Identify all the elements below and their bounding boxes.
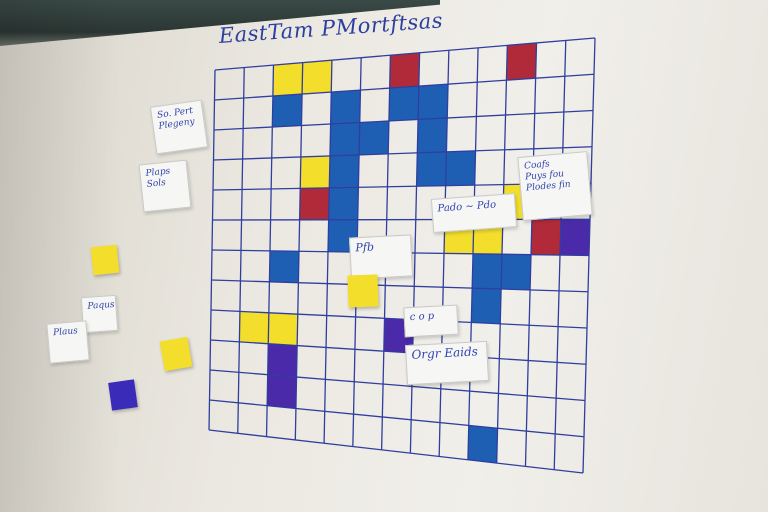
- grid-cell-red: [389, 52, 420, 89]
- grid-row-line: [210, 339, 587, 365]
- note-board-b: Pado ~ Pdo: [430, 193, 518, 233]
- grid-col-line: [294, 62, 304, 440]
- grid-row-line: [211, 279, 589, 293]
- grid-col-line: [438, 50, 450, 457]
- note-left-top: So. Pert Plegeny: [149, 99, 209, 155]
- grid-cell-blue: [359, 121, 389, 155]
- grid-col-line: [553, 40, 567, 470]
- grid-row-line: [208, 429, 584, 474]
- grid-cell-yellow: [239, 311, 269, 344]
- grid-cell-red: [506, 42, 537, 81]
- grid-cell-blue: [329, 154, 360, 188]
- grid-cell-yellow: [272, 62, 303, 97]
- grid-col-line: [524, 42, 538, 467]
- note-board-c: c o p: [403, 304, 459, 338]
- grid-cell-blue: [501, 254, 531, 290]
- grid-cell-yellow: [302, 60, 332, 95]
- grid-row-line: [214, 73, 595, 101]
- note-left-mid: Plaps Sols: [138, 159, 192, 213]
- note-left-low-b: Plaus: [46, 320, 90, 364]
- grid-col-line: [323, 60, 333, 444]
- grid-col-line: [582, 37, 596, 474]
- grid-svg: [208, 37, 596, 474]
- grid-cell-blue: [329, 122, 360, 156]
- grid-col-line: [409, 52, 421, 454]
- grid-col-line: [467, 47, 479, 460]
- grid-cell-yellow: [300, 155, 330, 189]
- grid-cell-blue: [272, 94, 303, 127]
- grid-row-line: [213, 109, 594, 131]
- magnet-yellow-on-board[interactable]: [347, 274, 379, 308]
- note-board-d: Orgr Eaids: [405, 340, 489, 386]
- grid-cell-blue: [471, 288, 502, 324]
- grid-row-line: [213, 146, 593, 161]
- grid-cell-blue: [269, 250, 299, 283]
- grid-cell-blue: [328, 187, 359, 220]
- grid-col-line: [208, 69, 216, 431]
- grid-cell-blue: [388, 86, 419, 121]
- grid-row-line: [210, 309, 588, 329]
- grid-cell-blue: [418, 84, 449, 120]
- grid-col-line: [237, 67, 245, 434]
- whiteboard-grid: [205, 37, 600, 478]
- grid-cell-blue: [417, 118, 448, 153]
- grid-col-line: [265, 65, 275, 437]
- grid-row-line: [214, 37, 596, 71]
- grid-col-line: [496, 45, 508, 464]
- note-board-a: Pfb: [348, 234, 414, 280]
- grid-cell-purple: [267, 343, 298, 378]
- grid-cell-blue: [330, 90, 361, 124]
- note-right-top: Coafs Puys fou Plodes fin: [517, 151, 593, 221]
- grid-cell-blue: [467, 425, 498, 464]
- grid-cell-purple: [560, 219, 590, 256]
- grid-cell-yellow: [268, 312, 298, 346]
- grid-cell-purple: [267, 374, 297, 409]
- grid-cell-blue: [416, 151, 447, 187]
- magnet-yellow-1[interactable]: [90, 244, 120, 276]
- magnet-purple-1[interactable]: [108, 379, 138, 411]
- grid-cell-blue: [445, 150, 476, 186]
- grid-row-line: [209, 369, 586, 402]
- grid-row-line: [209, 399, 585, 438]
- magnet-yellow-2[interactable]: [159, 336, 193, 372]
- grid-cell-red: [299, 187, 330, 220]
- grid-cell-red: [531, 219, 561, 256]
- grid-cell-blue: [472, 253, 502, 290]
